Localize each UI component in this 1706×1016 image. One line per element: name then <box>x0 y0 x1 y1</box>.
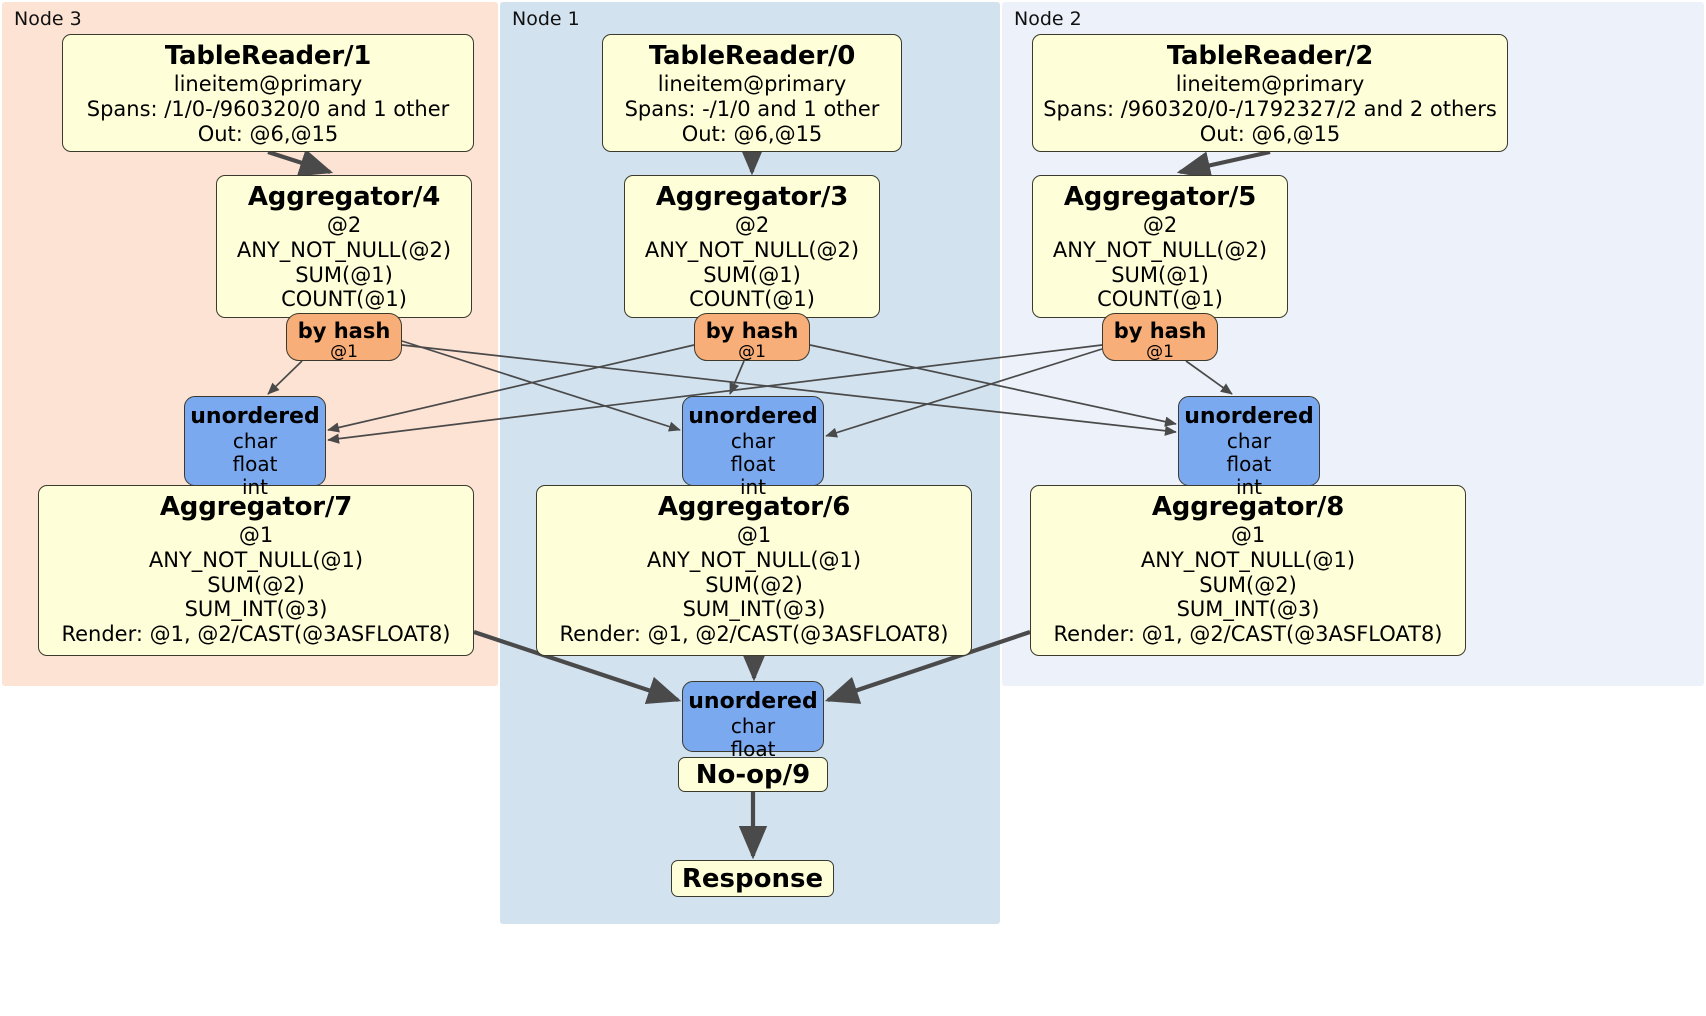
processor-detail-line: ANY_NOT_NULL(@2) <box>1052 237 1268 262</box>
processor-detail-line: COUNT(@1) <box>1097 287 1223 312</box>
node-panel-label: Node 1 <box>512 8 580 30</box>
router-by-hash-3[interactable]: by hash @1 <box>694 313 810 361</box>
router-by-hash-4[interactable]: by hash @1 <box>286 313 402 361</box>
node-panel-label: Node 2 <box>1014 8 1082 30</box>
processor-detail-line: Out: @6,@15 <box>197 121 339 146</box>
synchronizer-title: unordered <box>688 404 818 429</box>
processor-detail-line: Spans: /960320/0-/1792327/2 and 2 others <box>1043 96 1497 121</box>
processor-title: No-op/9 <box>695 759 811 790</box>
processor-title: Aggregator/4 <box>247 182 441 212</box>
synchronizer-unordered-6[interactable]: unordered char float int <box>682 396 824 499</box>
synchronizer-type-line: int <box>1235 474 1263 499</box>
router-detail-line: @1 <box>330 342 358 363</box>
synchronizer-type-line: char <box>730 428 776 453</box>
processor-title: Aggregator/6 <box>657 492 851 522</box>
processor-aggregator-4[interactable]: Aggregator/4 @2 ANY_NOT_NULL(@2) SUM(@1)… <box>216 175 472 318</box>
processor-detail-line: COUNT(@1) <box>689 287 815 312</box>
processor-detail-line: SUM(@2) <box>1199 572 1297 597</box>
synchronizer-title: unordered <box>688 689 818 714</box>
processor-response[interactable]: Response <box>671 860 834 897</box>
processor-title: Aggregator/8 <box>1151 492 1345 522</box>
processor-render-line: Render: @1, @2/CAST(@3ASFLOAT8) <box>61 621 451 646</box>
processor-detail-line: Spans: -/1/0 and 1 other <box>624 96 880 121</box>
processor-aggregator-7[interactable]: Aggregator/7 @1 ANY_NOT_NULL(@1) SUM(@2)… <box>38 485 474 656</box>
processor-aggregator-5[interactable]: Aggregator/5 @2 ANY_NOT_NULL(@2) SUM(@1)… <box>1032 175 1288 318</box>
processor-detail-line: SUM(@2) <box>705 572 803 597</box>
synchronizer-type-line: char <box>730 713 776 738</box>
synchronizer-type-line: int <box>739 474 767 499</box>
processor-detail-line: SUM_INT(@3) <box>184 597 328 622</box>
synchronizer-type-line: float <box>730 451 776 476</box>
router-detail-line: @1 <box>1146 342 1174 363</box>
processor-detail-line: SUM_INT(@3) <box>1176 597 1320 622</box>
processor-detail-line: SUM(@1) <box>703 262 801 287</box>
processor-title: TableReader/0 <box>648 41 856 71</box>
processor-detail-line: @2 <box>326 213 362 238</box>
synchronizer-title: unordered <box>1184 404 1314 429</box>
router-title: by hash <box>297 319 391 343</box>
processor-detail-line: ANY_NOT_NULL(@1) <box>1140 547 1356 572</box>
processor-aggregator-3[interactable]: Aggregator/3 @2 ANY_NOT_NULL(@2) SUM(@1)… <box>624 175 880 318</box>
processor-detail-line: lineitem@primary <box>657 72 847 97</box>
processor-detail-line: Spans: /1/0-/960320/0 and 1 other <box>86 96 450 121</box>
processor-detail-line: COUNT(@1) <box>281 287 407 312</box>
processor-title: TableReader/1 <box>164 41 372 71</box>
synchronizer-type-line: float <box>1226 451 1272 476</box>
processor-title: TableReader/2 <box>1166 41 1374 71</box>
synchronizer-title: unordered <box>190 404 320 429</box>
synchronizer-type-line: float <box>232 451 278 476</box>
processor-noop-9[interactable]: No-op/9 <box>678 757 828 792</box>
synchronizer-type-line: int <box>241 474 269 499</box>
processor-detail-line: @1 <box>238 523 274 548</box>
processor-detail-line: ANY_NOT_NULL(@2) <box>236 237 452 262</box>
processor-detail-line: lineitem@primary <box>173 72 363 97</box>
synchronizer-type-line: float <box>730 736 776 761</box>
processor-tablereader-1[interactable]: TableReader/1 lineitem@primary Spans: /1… <box>62 34 474 152</box>
processor-detail-line: Out: @6,@15 <box>1199 121 1341 146</box>
processor-detail-line: ANY_NOT_NULL(@2) <box>644 237 860 262</box>
processor-detail-line: @2 <box>734 213 770 238</box>
processor-detail-line: SUM(@1) <box>295 262 393 287</box>
processor-title: Response <box>681 863 824 894</box>
processor-detail-line: @1 <box>736 523 772 548</box>
processor-detail-line: @2 <box>1142 213 1178 238</box>
processor-detail-line: SUM(@1) <box>1111 262 1209 287</box>
node-panel-label: Node 3 <box>14 8 82 30</box>
synchronizer-unordered-final[interactable]: unordered char float <box>682 681 824 760</box>
processor-aggregator-6[interactable]: Aggregator/6 @1 ANY_NOT_NULL(@1) SUM(@2)… <box>536 485 972 656</box>
synchronizer-type-line: char <box>1226 428 1272 453</box>
processor-detail-line: ANY_NOT_NULL(@1) <box>646 547 862 572</box>
router-title: by hash <box>1113 319 1207 343</box>
processor-detail-line: ANY_NOT_NULL(@1) <box>148 547 364 572</box>
synchronizer-unordered-8[interactable]: unordered char float int <box>1178 396 1320 499</box>
processor-detail-line: SUM(@2) <box>207 572 305 597</box>
synchronizer-unordered-7[interactable]: unordered char float int <box>184 396 326 499</box>
processor-title: Aggregator/3 <box>655 182 849 212</box>
router-detail-line: @1 <box>738 342 766 363</box>
processor-tablereader-2[interactable]: TableReader/2 lineitem@primary Spans: /9… <box>1032 34 1508 152</box>
processor-tablereader-0[interactable]: TableReader/0 lineitem@primary Spans: -/… <box>602 34 902 152</box>
router-by-hash-5[interactable]: by hash @1 <box>1102 313 1218 361</box>
processor-title: Aggregator/7 <box>159 492 353 522</box>
processor-detail-line: SUM_INT(@3) <box>682 597 826 622</box>
router-title: by hash <box>705 319 799 343</box>
processor-render-line: Render: @1, @2/CAST(@3ASFLOAT8) <box>559 621 949 646</box>
processor-render-line: Render: @1, @2/CAST(@3ASFLOAT8) <box>1053 621 1443 646</box>
processor-title: Aggregator/5 <box>1063 182 1257 212</box>
processor-detail-line: lineitem@primary <box>1175 72 1365 97</box>
processor-detail-line: Out: @6,@15 <box>681 121 823 146</box>
processor-detail-line: @1 <box>1230 523 1266 548</box>
synchronizer-type-line: char <box>232 428 278 453</box>
processor-aggregator-8[interactable]: Aggregator/8 @1 ANY_NOT_NULL(@1) SUM(@2)… <box>1030 485 1466 656</box>
